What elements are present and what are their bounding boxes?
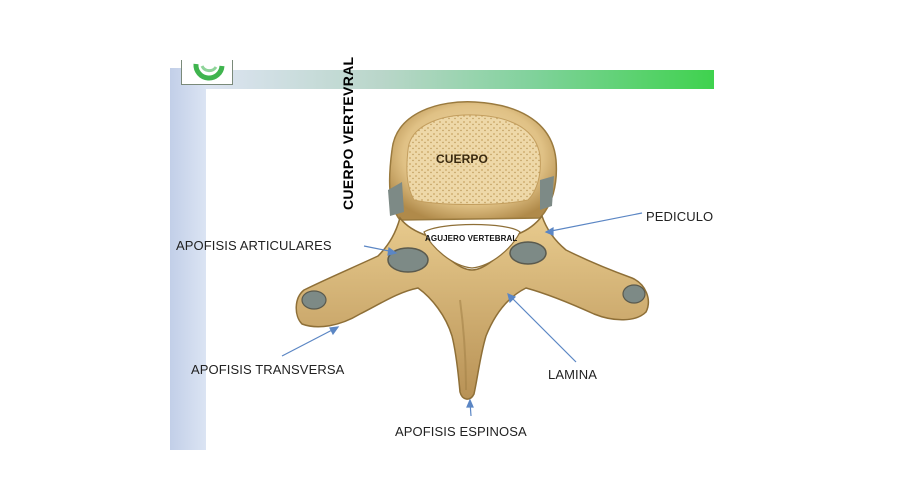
articular-facet-left (387, 247, 429, 273)
transverse-tip-right (622, 284, 646, 304)
arrowhead-espinosa (466, 398, 474, 408)
vertebral-body-surface (406, 114, 541, 205)
arrowhead-pediculo (544, 226, 554, 236)
pointer-lines (281, 212, 643, 417)
spinous-shading (459, 299, 467, 391)
label-apofisis-articulares: APOFISIS ARTICULARES (176, 238, 332, 253)
logo (181, 60, 233, 85)
transverse-tip-left (301, 290, 327, 310)
label-pediculo: PEDICULO (646, 209, 714, 224)
label-lamina: LAMINA (548, 367, 598, 382)
vertebral-foramen (423, 223, 521, 269)
arrowhead-articulares (387, 246, 398, 256)
label-cuerpo-vertebral: CUERPO VERTEVRAL (340, 56, 356, 210)
label-apofisis-espinosa: APOFISIS ESPINOSA (395, 424, 527, 439)
body-facet-left (388, 182, 404, 216)
vertebral-arch (295, 214, 650, 400)
left-decorative-bar (170, 68, 206, 450)
label-apofisis-transversa: APOFISIS TRANSVERSA (191, 362, 345, 377)
label-agujero-vertebral: AGUJERO VERTEBRAL (425, 234, 518, 243)
articular-facet-right (509, 241, 547, 265)
body-facet-right (540, 176, 554, 210)
pointer-pediculo (545, 212, 643, 233)
top-decorative-bar (206, 70, 714, 89)
green-circle-logo-icon (193, 63, 225, 81)
pointer-lamina (509, 295, 577, 363)
label-cuerpo: CUERPO (436, 152, 488, 166)
pointer-transversa (281, 327, 337, 357)
arrowhead-lamina (507, 292, 517, 304)
arrowhead-transversa (329, 326, 340, 336)
